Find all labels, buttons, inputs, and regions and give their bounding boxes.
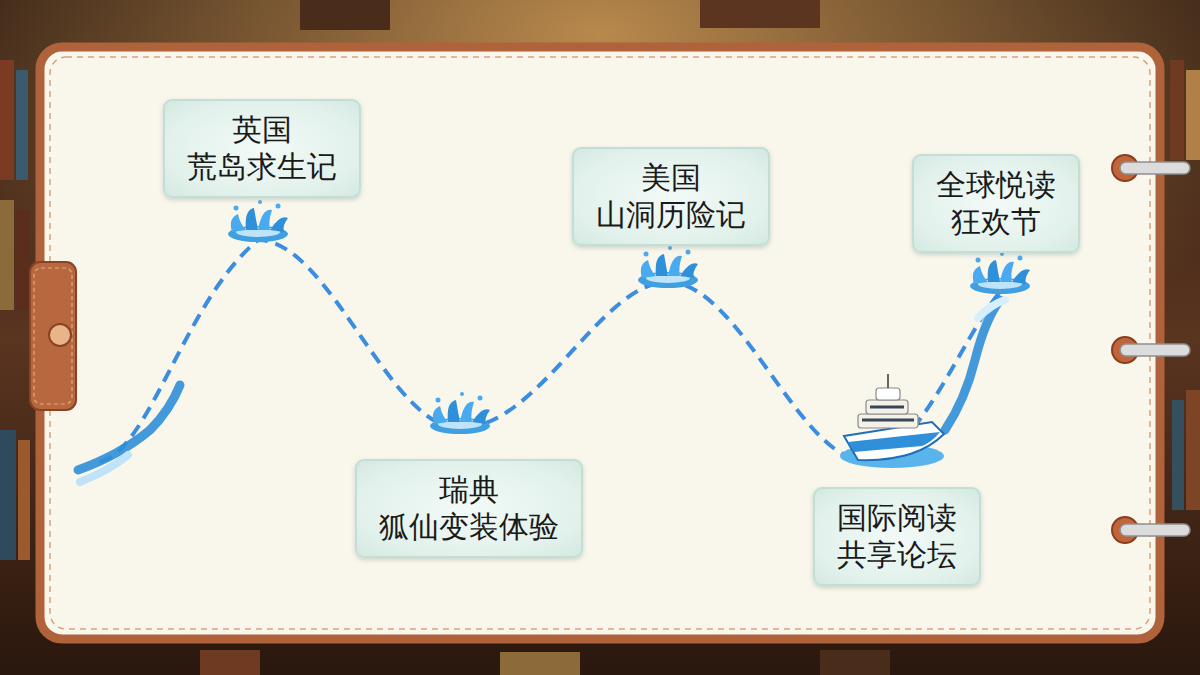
water-foam [80, 455, 128, 482]
water-splash [970, 252, 1030, 294]
water-splash [430, 392, 490, 434]
panel-stitch [50, 57, 1150, 629]
station-box: 国际阅读 共享论坛 [813, 487, 981, 586]
book [18, 440, 30, 560]
ship-windows [870, 406, 904, 409]
station-box: 瑞典 狐仙变装体验 [355, 459, 583, 558]
book [16, 210, 30, 310]
water-foam [978, 300, 1005, 318]
ship-windows [862, 419, 914, 422]
book [1170, 60, 1184, 160]
water-splash [638, 246, 698, 288]
ring [1120, 344, 1190, 356]
book [300, 0, 390, 30]
binder-rings [1112, 155, 1190, 543]
ship [840, 374, 944, 468]
book [820, 650, 890, 675]
station-label: 瑞典 狐仙变装体验 [379, 471, 559, 546]
station-box: 全球悦读 狂欢节 [912, 154, 1080, 253]
notebook-tab [30, 262, 76, 410]
dashed-wave [100, 240, 1000, 462]
book [200, 650, 260, 675]
book [0, 430, 16, 560]
ship-mast [887, 374, 889, 388]
ship-stripe [848, 432, 940, 452]
book [16, 70, 28, 180]
station-label: 美国 山洞历险记 [596, 159, 746, 234]
book [1186, 70, 1200, 160]
ship-deck [858, 414, 918, 428]
book [0, 60, 14, 180]
station-label: 国际阅读 共享论坛 [837, 499, 957, 574]
book [700, 0, 820, 28]
water-swoosh [945, 300, 1000, 430]
station-label: 全球悦读 狂欢节 [936, 166, 1056, 241]
book [0, 200, 14, 310]
tab-button [49, 324, 71, 346]
tab-stitch [34, 268, 72, 404]
ring [1120, 524, 1190, 536]
station-label: 英国 荒岛求生记 [187, 111, 337, 186]
ring [1120, 162, 1190, 174]
water-splash [228, 200, 288, 242]
book [1186, 390, 1200, 510]
ship-deck [866, 400, 908, 414]
ship-bridge [876, 388, 900, 400]
book [1172, 400, 1184, 510]
station-box: 英国 荒岛求生记 [163, 99, 361, 198]
notebook-panel [40, 47, 1160, 639]
station-box: 美国 山洞历险记 [572, 147, 770, 246]
book [500, 652, 580, 675]
